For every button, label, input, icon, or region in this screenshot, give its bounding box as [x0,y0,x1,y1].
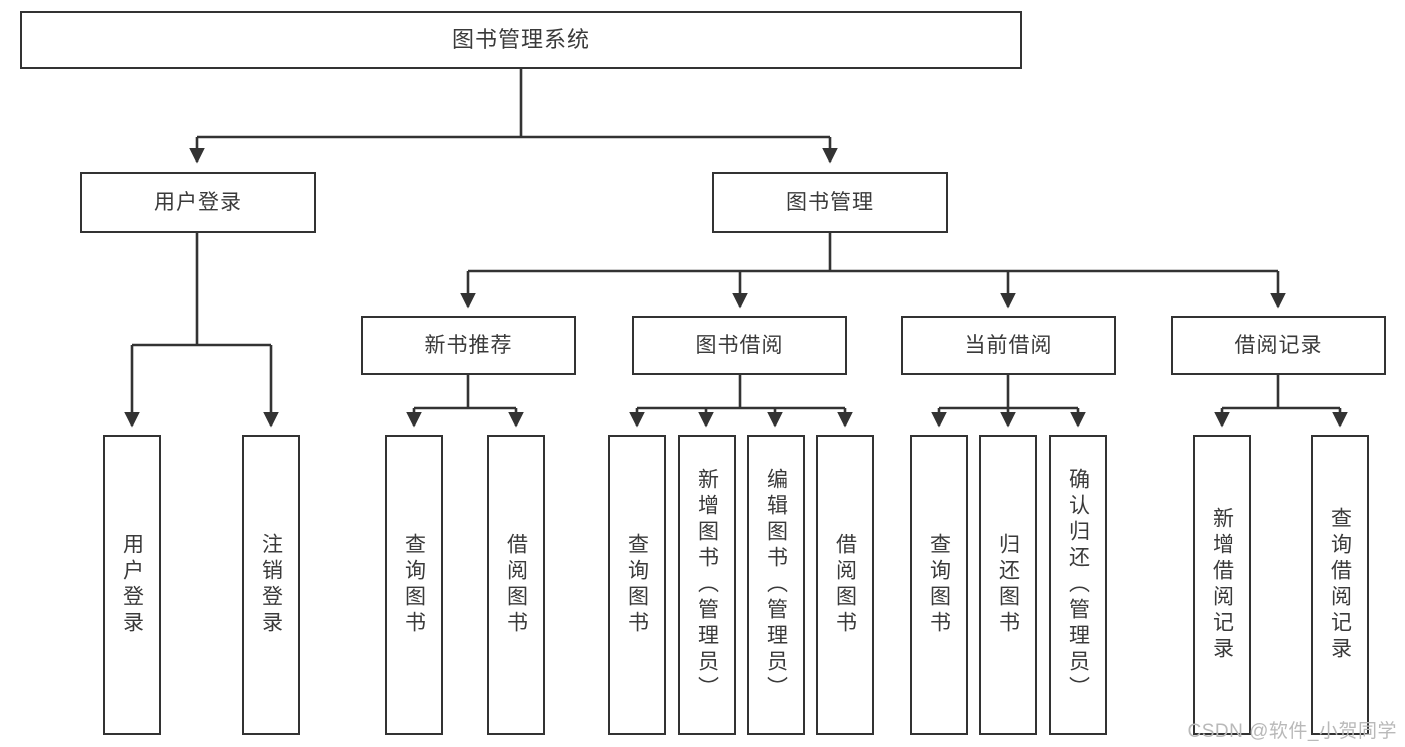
node-leaf-borrow-book-1[interactable]: 借阅图书 [487,435,545,735]
node-book-borrow[interactable]: 图书借阅 [632,316,847,375]
watermark: CSDN @软件_小贺同学 [1187,721,1397,742]
node-borrow-record-label: 借阅记录 [1234,333,1323,357]
node-leaf-add-record-label: 新增借阅记录 [1210,507,1234,663]
node-leaf-borrow-book-2-label: 借阅图书 [833,533,857,637]
node-leaf-query-book-1-label: 查询图书 [402,533,426,637]
node-leaf-query-book-1[interactable]: 查询图书 [385,435,443,735]
node-user-login-label: 用户登录 [154,190,242,214]
node-leaf-return-book-label: 归还图书 [996,533,1020,637]
node-book-manage[interactable]: 图书管理 [712,172,948,233]
node-leaf-add-record[interactable]: 新增借阅记录 [1193,435,1251,735]
node-leaf-user-login[interactable]: 用户登录 [103,435,161,735]
node-leaf-confirm-return[interactable]: 确认归还（管理员） [1049,435,1107,735]
node-user-login[interactable]: 用户登录 [80,172,316,233]
node-leaf-query-record-label: 查询借阅记录 [1328,507,1352,663]
node-root[interactable]: 图书管理系统 [20,11,1022,69]
node-current-borrow[interactable]: 当前借阅 [901,316,1116,375]
node-leaf-confirm-return-label: 确认归还（管理员） [1066,468,1090,702]
node-leaf-edit-book[interactable]: 编辑图书（管理员） [747,435,805,735]
node-leaf-query-book-3[interactable]: 查询图书 [910,435,968,735]
node-leaf-query-book-3-label: 查询图书 [927,533,951,637]
node-leaf-query-book-2[interactable]: 查询图书 [608,435,666,735]
node-root-label: 图书管理系统 [451,26,590,52]
node-new-book-rec[interactable]: 新书推荐 [361,316,576,375]
node-leaf-add-book[interactable]: 新增图书（管理员） [678,435,736,735]
node-leaf-edit-book-label: 编辑图书（管理员） [764,468,788,702]
node-leaf-user-login-label: 用户登录 [120,533,144,637]
node-new-book-rec-label: 新书推荐 [424,333,513,357]
node-leaf-borrow-book-1-label: 借阅图书 [504,533,528,637]
node-leaf-return-book[interactable]: 归还图书 [979,435,1037,735]
node-book-borrow-label: 图书借阅 [695,333,784,357]
node-current-borrow-label: 当前借阅 [964,333,1053,357]
node-leaf-logout-label: 注销登录 [259,533,283,637]
node-leaf-borrow-book-2[interactable]: 借阅图书 [816,435,874,735]
node-leaf-query-book-2-label: 查询图书 [625,533,649,637]
node-leaf-logout[interactable]: 注销登录 [242,435,300,735]
node-book-manage-label: 图书管理 [786,190,874,214]
node-leaf-query-record[interactable]: 查询借阅记录 [1311,435,1369,735]
node-borrow-record[interactable]: 借阅记录 [1171,316,1386,375]
node-leaf-add-book-label: 新增图书（管理员） [695,468,719,702]
